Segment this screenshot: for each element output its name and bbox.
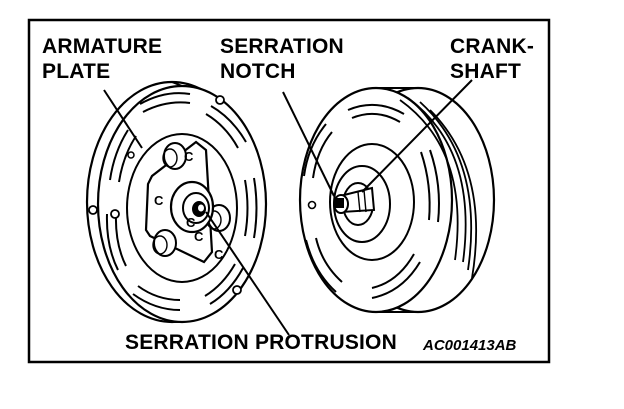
serration-notch xyxy=(335,198,344,208)
label-crankshaft-line2: SHAFT xyxy=(450,60,521,83)
pulley-assembly xyxy=(298,86,496,314)
label-crankshaft: CRANK- SHAFT xyxy=(450,34,534,84)
figure-code: AC001413AB xyxy=(423,337,517,354)
marker-c: C xyxy=(184,149,194,164)
label-armature-line2: PLATE xyxy=(42,60,111,83)
label-crankshaft-line1: CRANK- xyxy=(450,35,535,58)
label-armature-line1: ARMATURE xyxy=(42,35,163,58)
leader-lines xyxy=(103,79,473,336)
label-armature-plate: ARMATURE PLATE xyxy=(42,34,162,84)
label-serration-protrusion: SERRATION PROTRUSION xyxy=(125,331,397,354)
marker-c: C xyxy=(214,247,224,262)
label-serration-notch-line1: SERRATION xyxy=(220,35,344,58)
armature-plate xyxy=(85,80,268,324)
marker-c: C xyxy=(186,215,196,230)
label-serration-notch-line2: NOTCH xyxy=(220,60,296,83)
label-serration-notch: SERRATION NOTCH xyxy=(220,34,344,84)
figure-frame xyxy=(27,18,551,364)
marker-c: C xyxy=(154,193,164,208)
marker-c: C xyxy=(194,229,204,244)
